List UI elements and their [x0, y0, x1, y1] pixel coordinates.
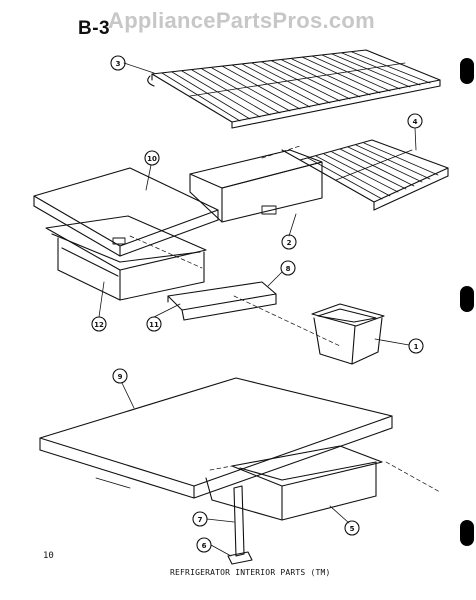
binder-hole-top — [460, 58, 474, 84]
leader-lines — [98, 62, 417, 557]
callout-12: 12 — [91, 316, 107, 332]
watermark-text: AppliancePartsPros.com — [108, 8, 376, 33]
callout-7: 7 — [192, 511, 208, 527]
large-glass-shelf — [39, 377, 393, 499]
page-number: 10 — [43, 551, 54, 561]
callout-6-number: 6 — [202, 542, 207, 550]
wire-shelf-right — [281, 139, 449, 211]
callout-1-number: 1 — [414, 343, 419, 351]
binder-hole-bottom — [460, 520, 474, 546]
callout-11: 11 — [146, 316, 162, 332]
callout-3-number: 3 — [116, 60, 121, 68]
callout-9: 9 — [112, 368, 128, 384]
assembly-dashes — [129, 145, 441, 493]
callout-10-number: 10 — [147, 155, 157, 163]
callout-4: 4 — [407, 113, 423, 129]
callout-5-number: 5 — [350, 525, 355, 533]
front-rail — [167, 281, 277, 321]
callout-2-number: 2 — [287, 239, 292, 247]
callout-1: 1 — [408, 338, 424, 354]
callout-5: 5 — [344, 520, 360, 536]
callout-12-number: 12 — [94, 321, 104, 329]
callout-10: 10 — [144, 150, 160, 166]
support-post — [227, 485, 253, 565]
callout-11-number: 11 — [149, 321, 159, 329]
small-bin — [311, 303, 385, 365]
callout-9-number: 9 — [118, 373, 123, 381]
wire-shelf-top — [147, 49, 441, 129]
callout-3: 3 — [110, 55, 126, 71]
callout-4-number: 4 — [413, 118, 418, 126]
shelf-support-bracket — [189, 149, 323, 223]
callout-7-number: 7 — [198, 516, 203, 524]
section-label: B-3 — [78, 18, 111, 39]
callout-2: 2 — [281, 234, 297, 250]
crisper-pan-large — [205, 445, 383, 521]
diagram-caption: REFRIGERATOR INTERIOR PARTS (TM) — [170, 568, 331, 577]
callout-8: 8 — [280, 260, 296, 276]
callout-6: 6 — [196, 537, 212, 553]
crisper-pan-small — [45, 215, 207, 301]
crisper-cover — [33, 167, 219, 257]
callout-8-number: 8 — [286, 265, 291, 273]
binder-hole-middle — [460, 286, 474, 312]
